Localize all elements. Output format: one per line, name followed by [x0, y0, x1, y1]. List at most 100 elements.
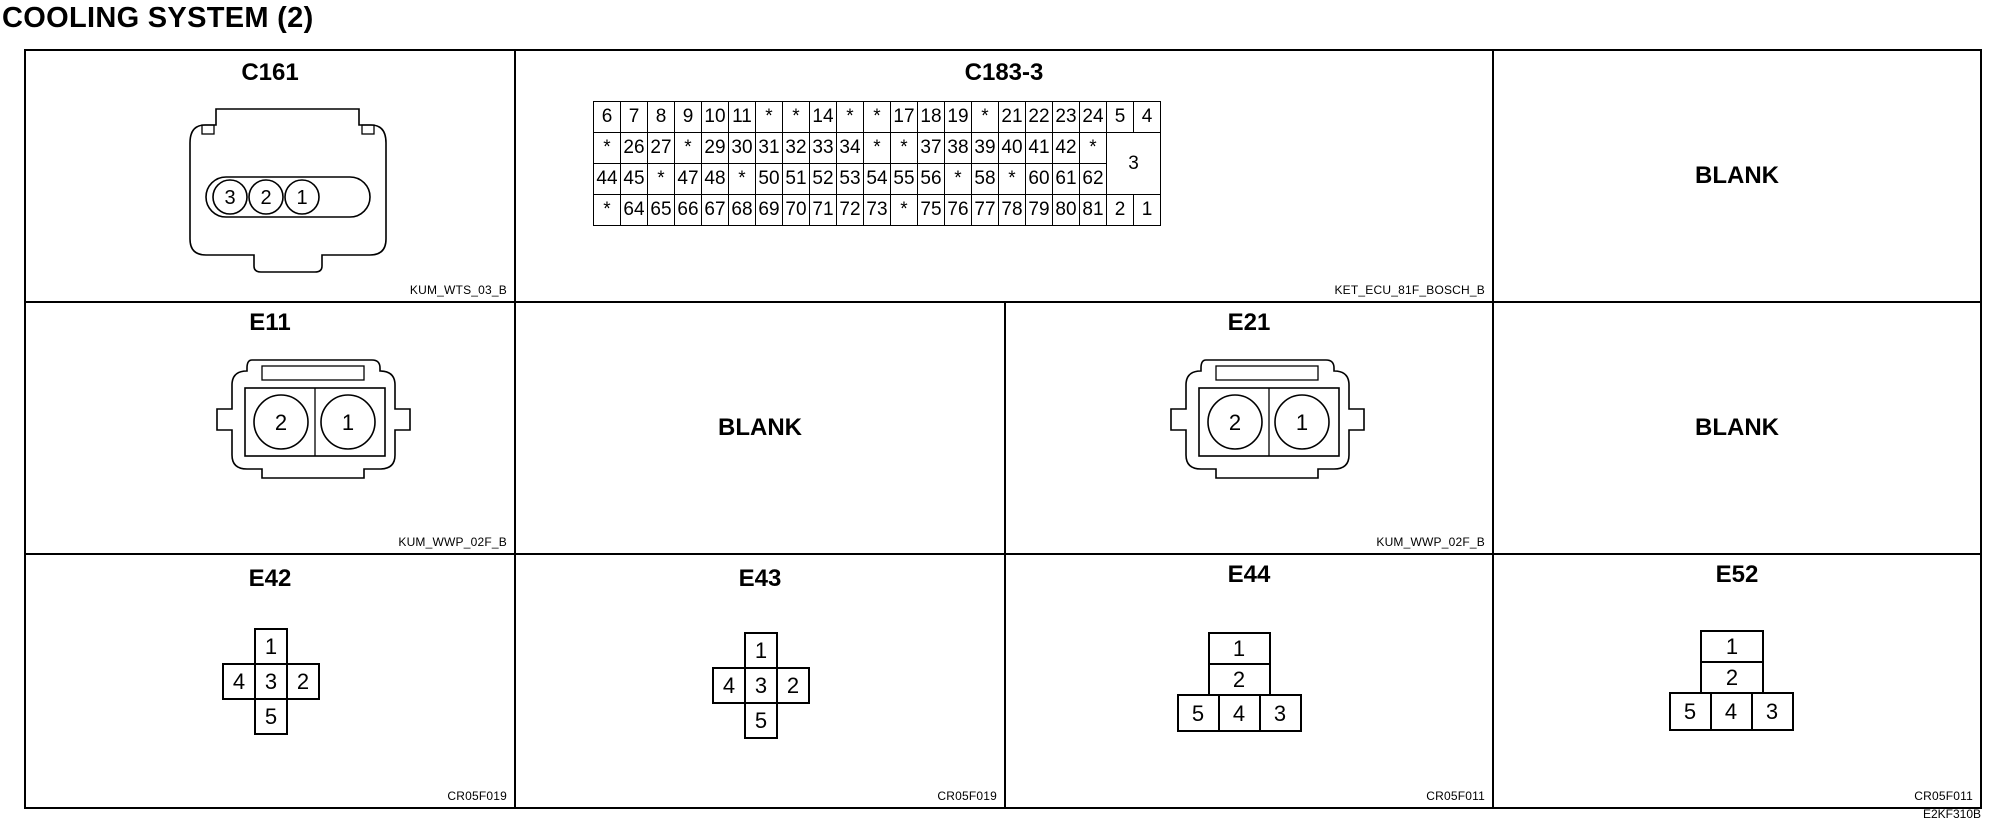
pin-label: 2	[275, 410, 287, 435]
pin-cell: *	[593, 194, 621, 226]
connector-title: E44	[1227, 561, 1271, 588]
pin-cell: 39	[971, 132, 999, 164]
connector-code: KET_ECU_81F_BOSCH_B	[1334, 283, 1485, 297]
pin-cell: 52	[809, 163, 837, 195]
c161-connector-drawing: 3 2 1	[189, 108, 387, 273]
pin-cell: 68	[728, 194, 756, 226]
pin-label: 3	[1274, 701, 1286, 726]
cell-c161: C161 3 2 1 KUM_WTS_03_B	[26, 51, 516, 303]
pin-label: 1	[1233, 636, 1245, 661]
pin-cell: 27	[647, 132, 675, 164]
pin-cell: *	[674, 132, 702, 164]
pin-label: 5	[1192, 701, 1204, 726]
connector-title: E21	[1227, 309, 1271, 336]
pin-cell: 10	[701, 101, 729, 133]
pin-label: 2	[297, 669, 309, 694]
pin-label: 1	[1296, 410, 1308, 435]
pin-cell: *	[998, 163, 1026, 195]
connector-code: KUM_WTS_03_B	[409, 283, 507, 297]
pin-cell: 79	[1025, 194, 1053, 226]
pin-cell: 56	[917, 163, 945, 195]
pin-cell: 64	[620, 194, 648, 226]
pin-cell: 24	[1079, 101, 1107, 133]
pin-cell: *	[728, 163, 756, 195]
pin-cell: 47	[674, 163, 702, 195]
cell-e11: E11 2 1 KUM_WWP_02F_B	[26, 303, 516, 555]
pin-label: 1	[755, 638, 767, 663]
connector-title: E11	[249, 309, 291, 336]
cell-e21: E21 2 1 KUM_WWP_02F_B	[1006, 303, 1494, 555]
pin-cell: 29	[701, 132, 729, 164]
pin-cell: 45	[620, 163, 648, 195]
pin-cell: 53	[836, 163, 864, 195]
pin-cell: 30	[728, 132, 756, 164]
pin-cell: 73	[863, 194, 891, 226]
pin-cell: 67	[701, 194, 729, 226]
pin-cell: 42	[1052, 132, 1080, 164]
pin-cell: 2	[1106, 194, 1134, 226]
pin-cell: 75	[917, 194, 945, 226]
pin-cell: *	[647, 163, 675, 195]
pin-cell: *	[836, 101, 864, 133]
pin-cell: 1	[1133, 194, 1161, 226]
pin-cell: 40	[998, 132, 1026, 164]
cell-e44: E44 1 2 5 4 3 CR05F011	[1006, 555, 1494, 807]
pin-cell: 6	[593, 101, 621, 133]
blank-label: BLANK	[1695, 162, 1779, 189]
pin-label: 1	[265, 634, 277, 659]
pin-cell: 72	[836, 194, 864, 226]
pin-label: 4	[233, 669, 245, 694]
pin-label: 2	[260, 187, 271, 209]
pin-cell: 66	[674, 194, 702, 226]
cell-e43: E43 1 4 3 2 5 CR05F019	[516, 555, 1006, 807]
cell-c183-3: C183-3 6 7 8 9 10 11 * * 14 * * 17 18 19…	[516, 51, 1494, 303]
connector-title: E52	[1715, 561, 1759, 588]
pin-cell: 18	[917, 101, 945, 133]
pin-cell: 54	[863, 163, 891, 195]
e21-connector-drawing: 2 1	[1170, 359, 1365, 479]
cell-blank-middle: BLANK	[516, 303, 1006, 555]
pin-cell: 41	[1025, 132, 1053, 164]
pin-label: 2	[1726, 665, 1738, 690]
pin-cell: 78	[998, 194, 1026, 226]
cell-blank-top-right: BLANK	[1494, 51, 1980, 303]
pin-cell: 9	[674, 101, 702, 133]
pin-cell: 44	[593, 163, 621, 195]
connector-code: CR05F019	[447, 789, 507, 803]
pin-cell: 38	[944, 132, 972, 164]
e42-connector-drawing: 1 4 3 2 5	[222, 628, 320, 735]
e11-connector-drawing: 2 1	[216, 359, 411, 479]
connector-title: E42	[248, 565, 292, 592]
pin-cell: 32	[782, 132, 810, 164]
pin-label: 3	[224, 187, 235, 209]
pin-cell: 61	[1052, 163, 1080, 195]
pin-cell: 8	[647, 101, 675, 133]
e44-connector-drawing: 1 2 5 4 3	[1177, 632, 1302, 732]
pin-cell: 26	[620, 132, 648, 164]
connector-code: CR05F011	[1426, 789, 1485, 803]
pin-cell: 55	[890, 163, 918, 195]
pin-cell: 34	[836, 132, 864, 164]
e52-connector-drawing: 1 2 5 4 3	[1669, 630, 1794, 731]
pin-cell: 22	[1025, 101, 1053, 133]
footer-code: E2KF310B	[1922, 807, 1981, 821]
pin-cell: 81	[1079, 194, 1107, 226]
pin-cell: 14	[809, 101, 837, 133]
pin-cell: *	[755, 101, 783, 133]
pin-cell: *	[890, 132, 918, 164]
pin-cell: 80	[1052, 194, 1080, 226]
connector-grid: C161 3 2 1 KUM_WTS_03_B C183-3 6 7 8 9 1…	[24, 49, 1982, 809]
connector-code: CR05F011	[1914, 789, 1973, 803]
pin-cell: 33	[809, 132, 837, 164]
connector-code: KUM_WWP_02F_B	[1376, 535, 1485, 549]
pin-cell: 48	[701, 163, 729, 195]
pin-cell: 60	[1025, 163, 1053, 195]
cell-e42: E42 1 4 3 2 5 CR05F019	[26, 555, 516, 807]
pin-cell: 51	[782, 163, 810, 195]
pin-cell: 5	[1106, 101, 1134, 133]
connector-code: CR05F019	[937, 789, 997, 803]
pin-label: 4	[1725, 699, 1737, 724]
pin-label: 5	[1684, 699, 1696, 724]
pin-label: 1	[342, 410, 354, 435]
pin-cell: 50	[755, 163, 783, 195]
